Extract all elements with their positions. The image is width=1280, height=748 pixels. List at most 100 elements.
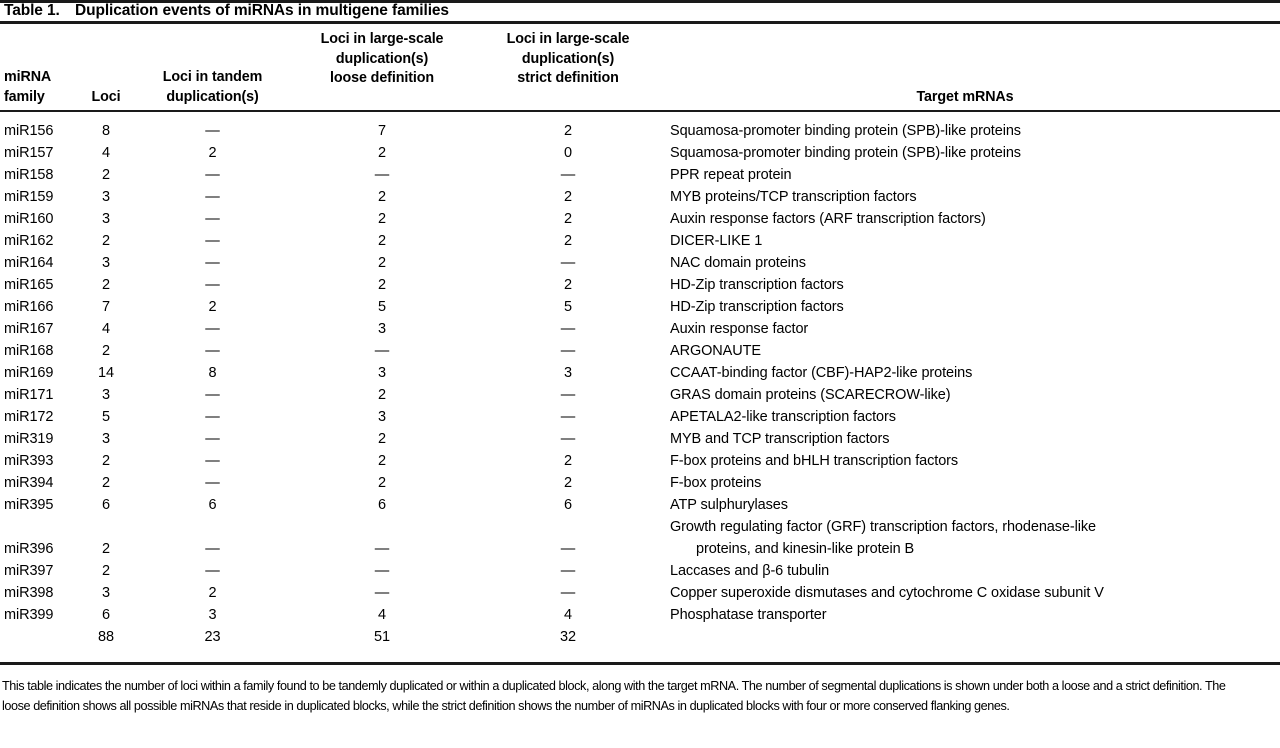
cell-mirna-family: miR397 (4, 563, 54, 579)
table-footnote: This table indicates the number of loci … (2, 678, 1226, 713)
cell-strict-definition: 0 (564, 145, 572, 161)
cell-target-mrnas: Auxin response factors (ARF transcriptio… (670, 211, 986, 227)
cell-strict-definition: 2 (564, 277, 572, 293)
cell-loose-definition: 5 (378, 299, 386, 315)
cell-loci: 2 (102, 277, 110, 293)
cell-loose-definition: — (374, 585, 390, 601)
cell-mirna-family: miR396 (4, 541, 54, 557)
column-header-tandem-duplications: Loci in tandem duplication(s) (140, 68, 285, 107)
cell-loci: 6 (102, 497, 110, 513)
column-header-mirna-family-line2: family (4, 88, 45, 105)
cell-loci: 2 (102, 233, 110, 249)
cell-tandem-duplications: — (205, 255, 220, 271)
cell-target-mrnas: ARGONAUTE (670, 343, 761, 359)
cell-strict-definition: — (560, 255, 576, 271)
cell-target-mrnas: MYB proteins/TCP transcription factors (670, 189, 917, 205)
cell-loose-definition: 2 (378, 145, 386, 161)
cell-strict-definition: — (560, 321, 576, 337)
cell-target-mrnas: F-box proteins and bHLH transcription fa… (670, 453, 959, 469)
cell-strict-definition: — (560, 387, 576, 403)
cell-tandem-duplications: 2 (208, 145, 217, 161)
cell-tandem-duplications: — (205, 431, 220, 447)
cell-loose-definition: 2 (378, 233, 386, 249)
cell-tandem-duplications: — (205, 123, 220, 139)
cell-loose-definition: 2 (378, 475, 386, 491)
table-title-text: Duplication events of miRNAs in multigen… (75, 2, 449, 19)
cell-strict-definition: 2 (564, 453, 572, 469)
cell-strict-definition: — (560, 167, 576, 183)
column-header-large-scale-loose: Loci in large-scale duplication(s) loose… (290, 30, 474, 89)
cell-tandem-duplications: — (205, 277, 220, 293)
cell-target-mrnas: HD-Zip transcription factors (670, 277, 844, 293)
column-header-tandem-line1: Loci in tandem (162, 69, 263, 85)
cell-target-mrnas: APETALA2-like transcription factors (670, 409, 896, 425)
column-header-mirna-family: miRNA family (4, 68, 76, 107)
cell-mirna-family: miR158 (4, 167, 54, 183)
cell-mirna-family: miR162 (4, 233, 54, 249)
cell-target-mrnas: Auxin response factor (670, 321, 809, 337)
cell-tandem-duplications: — (205, 563, 220, 579)
cell-strict-definition: 3 (564, 365, 572, 381)
cell-tandem-duplications: 2 (208, 585, 217, 601)
cell-mirna-family: miR168 (4, 343, 54, 359)
cell-strict-definition: 2 (564, 211, 572, 227)
cell-loose-definition: 2 (378, 431, 386, 447)
cell-loci: 3 (102, 189, 110, 205)
cell-strict-definition: 5 (564, 299, 572, 315)
cell-loci: 2 (102, 541, 110, 557)
cell-loose-definition: 2 (378, 255, 386, 271)
table-top-rule (0, 0, 1280, 3)
cell-loci: 2 (102, 475, 110, 491)
cell-loose-definition: 3 (378, 365, 386, 381)
table-number: Table 1. (4, 2, 60, 19)
cell-loose-definition: 3 (378, 321, 386, 337)
cell-loci: 3 (102, 255, 110, 271)
cell-mirna-family: miR164 (4, 255, 54, 271)
cell-strict-definition: 2 (564, 123, 572, 139)
column-header-loose-line2: duplication(s) (335, 50, 429, 67)
table-row: miR164 3 — 2 — NAC domain proteins (0, 252, 1280, 274)
cell-mirna-family: miR394 (4, 475, 54, 491)
cell-target-mrnas: NAC domain proteins (670, 255, 806, 271)
cell-target-mrnas: Copper superoxide dismutases and cytochr… (670, 585, 1104, 601)
cell-strict-definition: — (560, 343, 576, 359)
cell-tandem-duplications: 6 (208, 497, 217, 513)
cell-target-mrnas: HD-Zip transcription factors (670, 299, 844, 315)
cell-strict-definition: 2 (564, 189, 572, 205)
column-header-large-scale-strict: Loci in large-scale duplication(s) stric… (476, 30, 660, 89)
cell-tandem-duplications: — (205, 453, 220, 469)
cell-loci: 3 (102, 387, 110, 403)
cell-mirna-family: miR156 (4, 123, 54, 139)
cell-mirna-family: miR166 (4, 299, 54, 315)
cell-mirna-family: miR399 (4, 607, 54, 623)
cell-strict-definition: — (560, 431, 576, 447)
cell-loose-definition: — (374, 541, 390, 557)
cell-loose-definition: 2 (378, 211, 386, 227)
column-header-loose-line1: Loci in large-scale (320, 31, 444, 47)
column-header-strict-line2: duplication(s) (521, 50, 615, 67)
cell-loose-definition: 7 (378, 123, 386, 139)
cell-target-mrnas: F-box proteins (670, 475, 762, 491)
cell-loci: 2 (102, 343, 110, 359)
cell-loose-definition: 2 (378, 387, 386, 403)
column-header-loci: Loci (91, 89, 121, 105)
cell-tandem-duplications: — (205, 189, 220, 205)
cell-loci: 2 (102, 453, 110, 469)
cell-loose-definition: 6 (378, 497, 386, 513)
cell-mirna-family: miR393 (4, 453, 54, 469)
table-title-rule (0, 21, 1280, 24)
cell-strict-definition: 2 (564, 233, 572, 249)
